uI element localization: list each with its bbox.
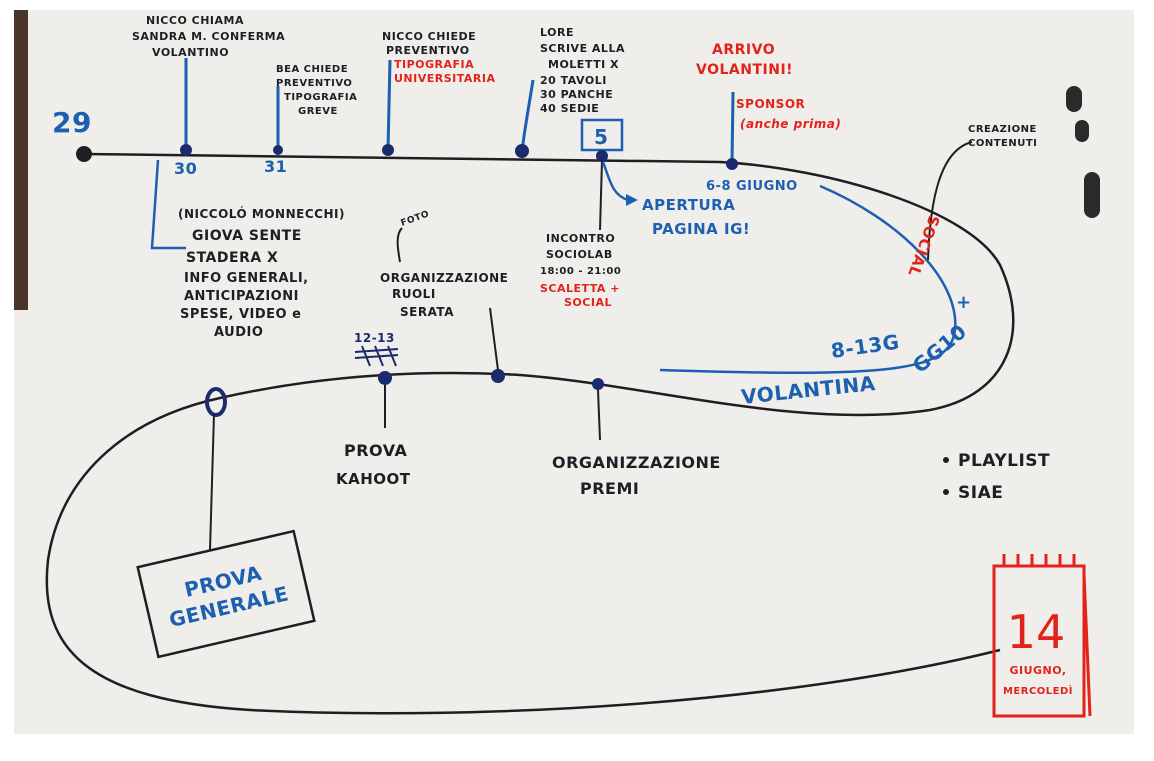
marker-prova-generale bbox=[209, 413, 215, 551]
marker-premi bbox=[597, 389, 601, 441]
note-nicco-chiede-3: TIPOGRAFIA bbox=[394, 58, 474, 71]
note-lore-3: MOLETTI X bbox=[548, 58, 619, 71]
prova-generale-frame bbox=[136, 529, 316, 659]
calendar-rings bbox=[1002, 554, 1076, 566]
note-ruoli-1: ORGANIZZAZIONE bbox=[380, 271, 508, 285]
note-niccolo-7: AUDIO bbox=[214, 325, 263, 340]
note-lore-6: 40 SEDIE bbox=[540, 102, 599, 115]
note-niccolo-5: ANTICIPAZIONI bbox=[184, 289, 299, 304]
note-incontro-2: SOCIOLAB bbox=[546, 248, 613, 261]
note-bea-2: PREVENTIVO bbox=[276, 78, 352, 89]
note-nicco-chiama-2: SANDRA M. CONFERMA bbox=[132, 30, 285, 43]
dot-31 bbox=[273, 145, 283, 155]
dot-lore bbox=[515, 144, 529, 158]
arrow-apertura bbox=[601, 161, 629, 202]
timeline-path bbox=[45, 152, 1015, 715]
arrow-head-apertura bbox=[626, 194, 638, 206]
marker-incontro bbox=[599, 159, 603, 231]
arc-volantina bbox=[659, 184, 957, 375]
label-day-31: 31 bbox=[264, 157, 287, 176]
note-bea-3: TIPOGRAFIA bbox=[284, 92, 357, 103]
dot-5 bbox=[596, 150, 608, 162]
dot-kahoot bbox=[378, 371, 392, 385]
dot-30 bbox=[180, 144, 192, 156]
note-premi-1: ORGANIZZAZIONE bbox=[552, 453, 721, 472]
note-incontro-5: SOCIAL bbox=[564, 296, 612, 309]
bullet-dot bbox=[943, 489, 949, 495]
dot-premi bbox=[592, 378, 604, 390]
note-lore-4: 20 TAVOLI bbox=[540, 74, 607, 87]
note-nicco-chiede-2: PREVENTIVO bbox=[386, 44, 470, 57]
note-niccolo-6: SPESE, VIDEO e bbox=[180, 307, 301, 322]
dot-nicco bbox=[382, 144, 394, 156]
marker-ruoli bbox=[489, 307, 499, 371]
binder-hole bbox=[1084, 172, 1100, 218]
calendar-weekday: MERCOLEDÌ bbox=[1003, 684, 1073, 697]
note-nicco-chiama-1: NICCO CHIAMA bbox=[146, 14, 244, 27]
label-giugno-range: 6-8 GIUGNO bbox=[706, 179, 798, 194]
calendar-edge bbox=[1082, 573, 1092, 717]
calendar-icon: 14 GIUGNO, MERCOLEDÌ bbox=[992, 554, 1092, 718]
note-kahoot-2: KAHOOT bbox=[336, 470, 411, 488]
note-arrivo-1: ARRIVO bbox=[712, 42, 775, 58]
marker-nicco bbox=[386, 59, 392, 151]
bullet-dot bbox=[943, 457, 949, 463]
note-apertura-2: PAGINA IG! bbox=[652, 220, 750, 238]
note-incontro-1: INCONTRO bbox=[546, 232, 615, 245]
note-nicco-chiede-1: NICCO CHIEDE bbox=[382, 30, 476, 43]
binder-hole bbox=[1066, 86, 1082, 112]
note-lore-2: SCRIVE ALLA bbox=[540, 42, 625, 55]
note-nicco-chiama-3: VOLANTINO bbox=[152, 46, 229, 59]
calendar-month: GIUGNO, bbox=[1009, 664, 1066, 677]
calendar-frame bbox=[992, 564, 1086, 718]
note-niccolo-4: INFO GENERALI, bbox=[184, 271, 309, 286]
note-incontro-4: SCALETTA + bbox=[540, 282, 620, 295]
binder-hole bbox=[1075, 120, 1089, 142]
note-plus: + bbox=[956, 292, 972, 313]
note-lore-5: 30 PANCHE bbox=[540, 88, 613, 101]
bracket-niccolo bbox=[150, 159, 186, 250]
line-creazione bbox=[927, 141, 973, 261]
note-sponsor-1: SPONSOR bbox=[736, 97, 805, 111]
dot-arrivo bbox=[726, 158, 738, 170]
note-niccolo-1: (NICCOLÓ MONNECCHI) bbox=[178, 206, 345, 221]
scribble bbox=[354, 345, 399, 367]
label-day-5: 5 bbox=[594, 125, 608, 149]
note-creazione-2: CONTENUTI bbox=[968, 138, 1037, 149]
paper-sheet bbox=[14, 10, 1134, 734]
note-bea-1: BEA CHIEDE bbox=[276, 64, 348, 75]
bullet-playlist: PLAYLIST bbox=[958, 451, 1050, 471]
calendar-day: 14 bbox=[1007, 605, 1066, 659]
label-day-30: 30 bbox=[174, 159, 197, 178]
label-day-29: 29 bbox=[52, 106, 92, 139]
marker-lore bbox=[520, 79, 535, 152]
note-nicco-chiede-4: UNIVERSITARIA bbox=[394, 72, 495, 85]
note-arrivo-2: VOLANTINI! bbox=[696, 62, 793, 78]
dot-ruoli bbox=[491, 369, 505, 383]
line-foto bbox=[396, 227, 403, 263]
note-lore-1: LORE bbox=[540, 26, 574, 39]
label-range-12-13: 12-13 bbox=[354, 331, 395, 345]
note-incontro-3: 18:00 - 21:00 bbox=[540, 266, 621, 277]
note-ruoli-2: RUOLI bbox=[392, 287, 436, 301]
note-ruoli-3: SERATA bbox=[400, 305, 454, 319]
bullet-siae: SIAE bbox=[958, 483, 1003, 503]
note-bea-4: GREVE bbox=[298, 106, 338, 117]
marker-arrivo bbox=[730, 91, 735, 165]
note-niccolo-3: STADERA X bbox=[186, 250, 278, 266]
note-kahoot-1: PROVA bbox=[344, 441, 408, 460]
timeline-start-dot bbox=[76, 146, 92, 162]
note-creazione-1: CREAZIONE bbox=[968, 124, 1037, 135]
dot-prova-generale bbox=[205, 387, 227, 417]
note-premi-2: PREMI bbox=[580, 479, 639, 498]
table-edge bbox=[14, 10, 28, 310]
note-niccolo-2: GIOVA SENTE bbox=[192, 228, 302, 244]
note-sponsor-2: (anche prima) bbox=[740, 117, 841, 131]
note-apertura-1: APERTURA bbox=[642, 196, 735, 214]
